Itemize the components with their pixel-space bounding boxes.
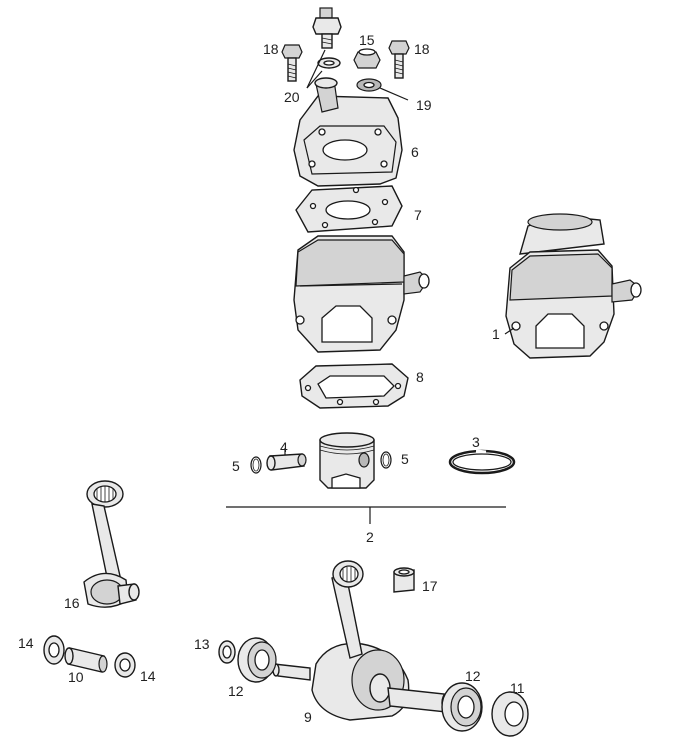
- leader-19: [379, 87, 409, 101]
- callout-7: 7: [414, 207, 422, 223]
- callout-1: 1: [492, 326, 500, 342]
- callout-12-left: 12: [228, 683, 244, 699]
- leader-20: [306, 49, 326, 89]
- callout-9: 9: [304, 709, 312, 725]
- callout-13: 13: [194, 636, 210, 652]
- cylinder-center-part: [293, 235, 430, 353]
- crank-pin-part: [64, 647, 108, 673]
- piston-pin-part: [266, 453, 307, 471]
- callout-10: 10: [68, 669, 84, 685]
- callout-3: 3: [472, 434, 480, 450]
- base-gasket-part: [299, 363, 409, 409]
- washer-19-part: [356, 78, 382, 92]
- sensor-plug-part: [312, 7, 342, 49]
- oil-seal-part: [491, 691, 529, 737]
- callout-11: 11: [510, 680, 525, 696]
- leader-20b: [306, 70, 323, 89]
- callout-8: 8: [416, 369, 424, 385]
- leader-1: [504, 327, 515, 335]
- needle-bearing-part: [393, 567, 415, 593]
- callout-6: 6: [411, 144, 419, 160]
- callout-17: 17: [422, 578, 438, 594]
- cylinder-head-part: [293, 77, 403, 187]
- callout-19: 19: [416, 97, 432, 113]
- bolt-left-part: [281, 44, 303, 82]
- washer-20-part: [317, 57, 341, 69]
- connecting-rod-part: [83, 480, 140, 608]
- bolt-right-part: [388, 40, 410, 79]
- callout-16: 16: [64, 595, 80, 611]
- nut-15-part: [353, 48, 381, 69]
- piston-ring-part: [448, 449, 516, 475]
- callout-15: 15: [359, 32, 375, 48]
- callout-18-left: 18: [263, 41, 279, 57]
- callout-5-left: 5: [232, 458, 240, 474]
- thrust-washer-left-part: [43, 635, 65, 665]
- main-bearing-left-part: [237, 637, 277, 683]
- callout-2: 2: [366, 529, 374, 545]
- circlip-left-part: [250, 456, 262, 474]
- callout-5-right: 5: [401, 451, 409, 467]
- callout-12-right: 12: [465, 668, 481, 684]
- callout-18-right: 18: [414, 41, 430, 57]
- main-bearing-right-part: [441, 682, 483, 732]
- callout-20: 20: [284, 89, 300, 105]
- head-gasket-part: [295, 185, 403, 233]
- shim-washer-part: [218, 640, 236, 664]
- callout-14-right: 14: [140, 668, 156, 684]
- circlip-right-part: [380, 451, 392, 469]
- piston-group-bracket: [226, 506, 506, 524]
- piston-part: [319, 432, 375, 489]
- crankshaft-part: [272, 560, 451, 721]
- cylinder-assembly-part: [505, 213, 642, 359]
- callout-14-left: 14: [18, 635, 34, 651]
- thrust-washer-right-part: [114, 652, 136, 678]
- callout-4: 4: [280, 439, 288, 455]
